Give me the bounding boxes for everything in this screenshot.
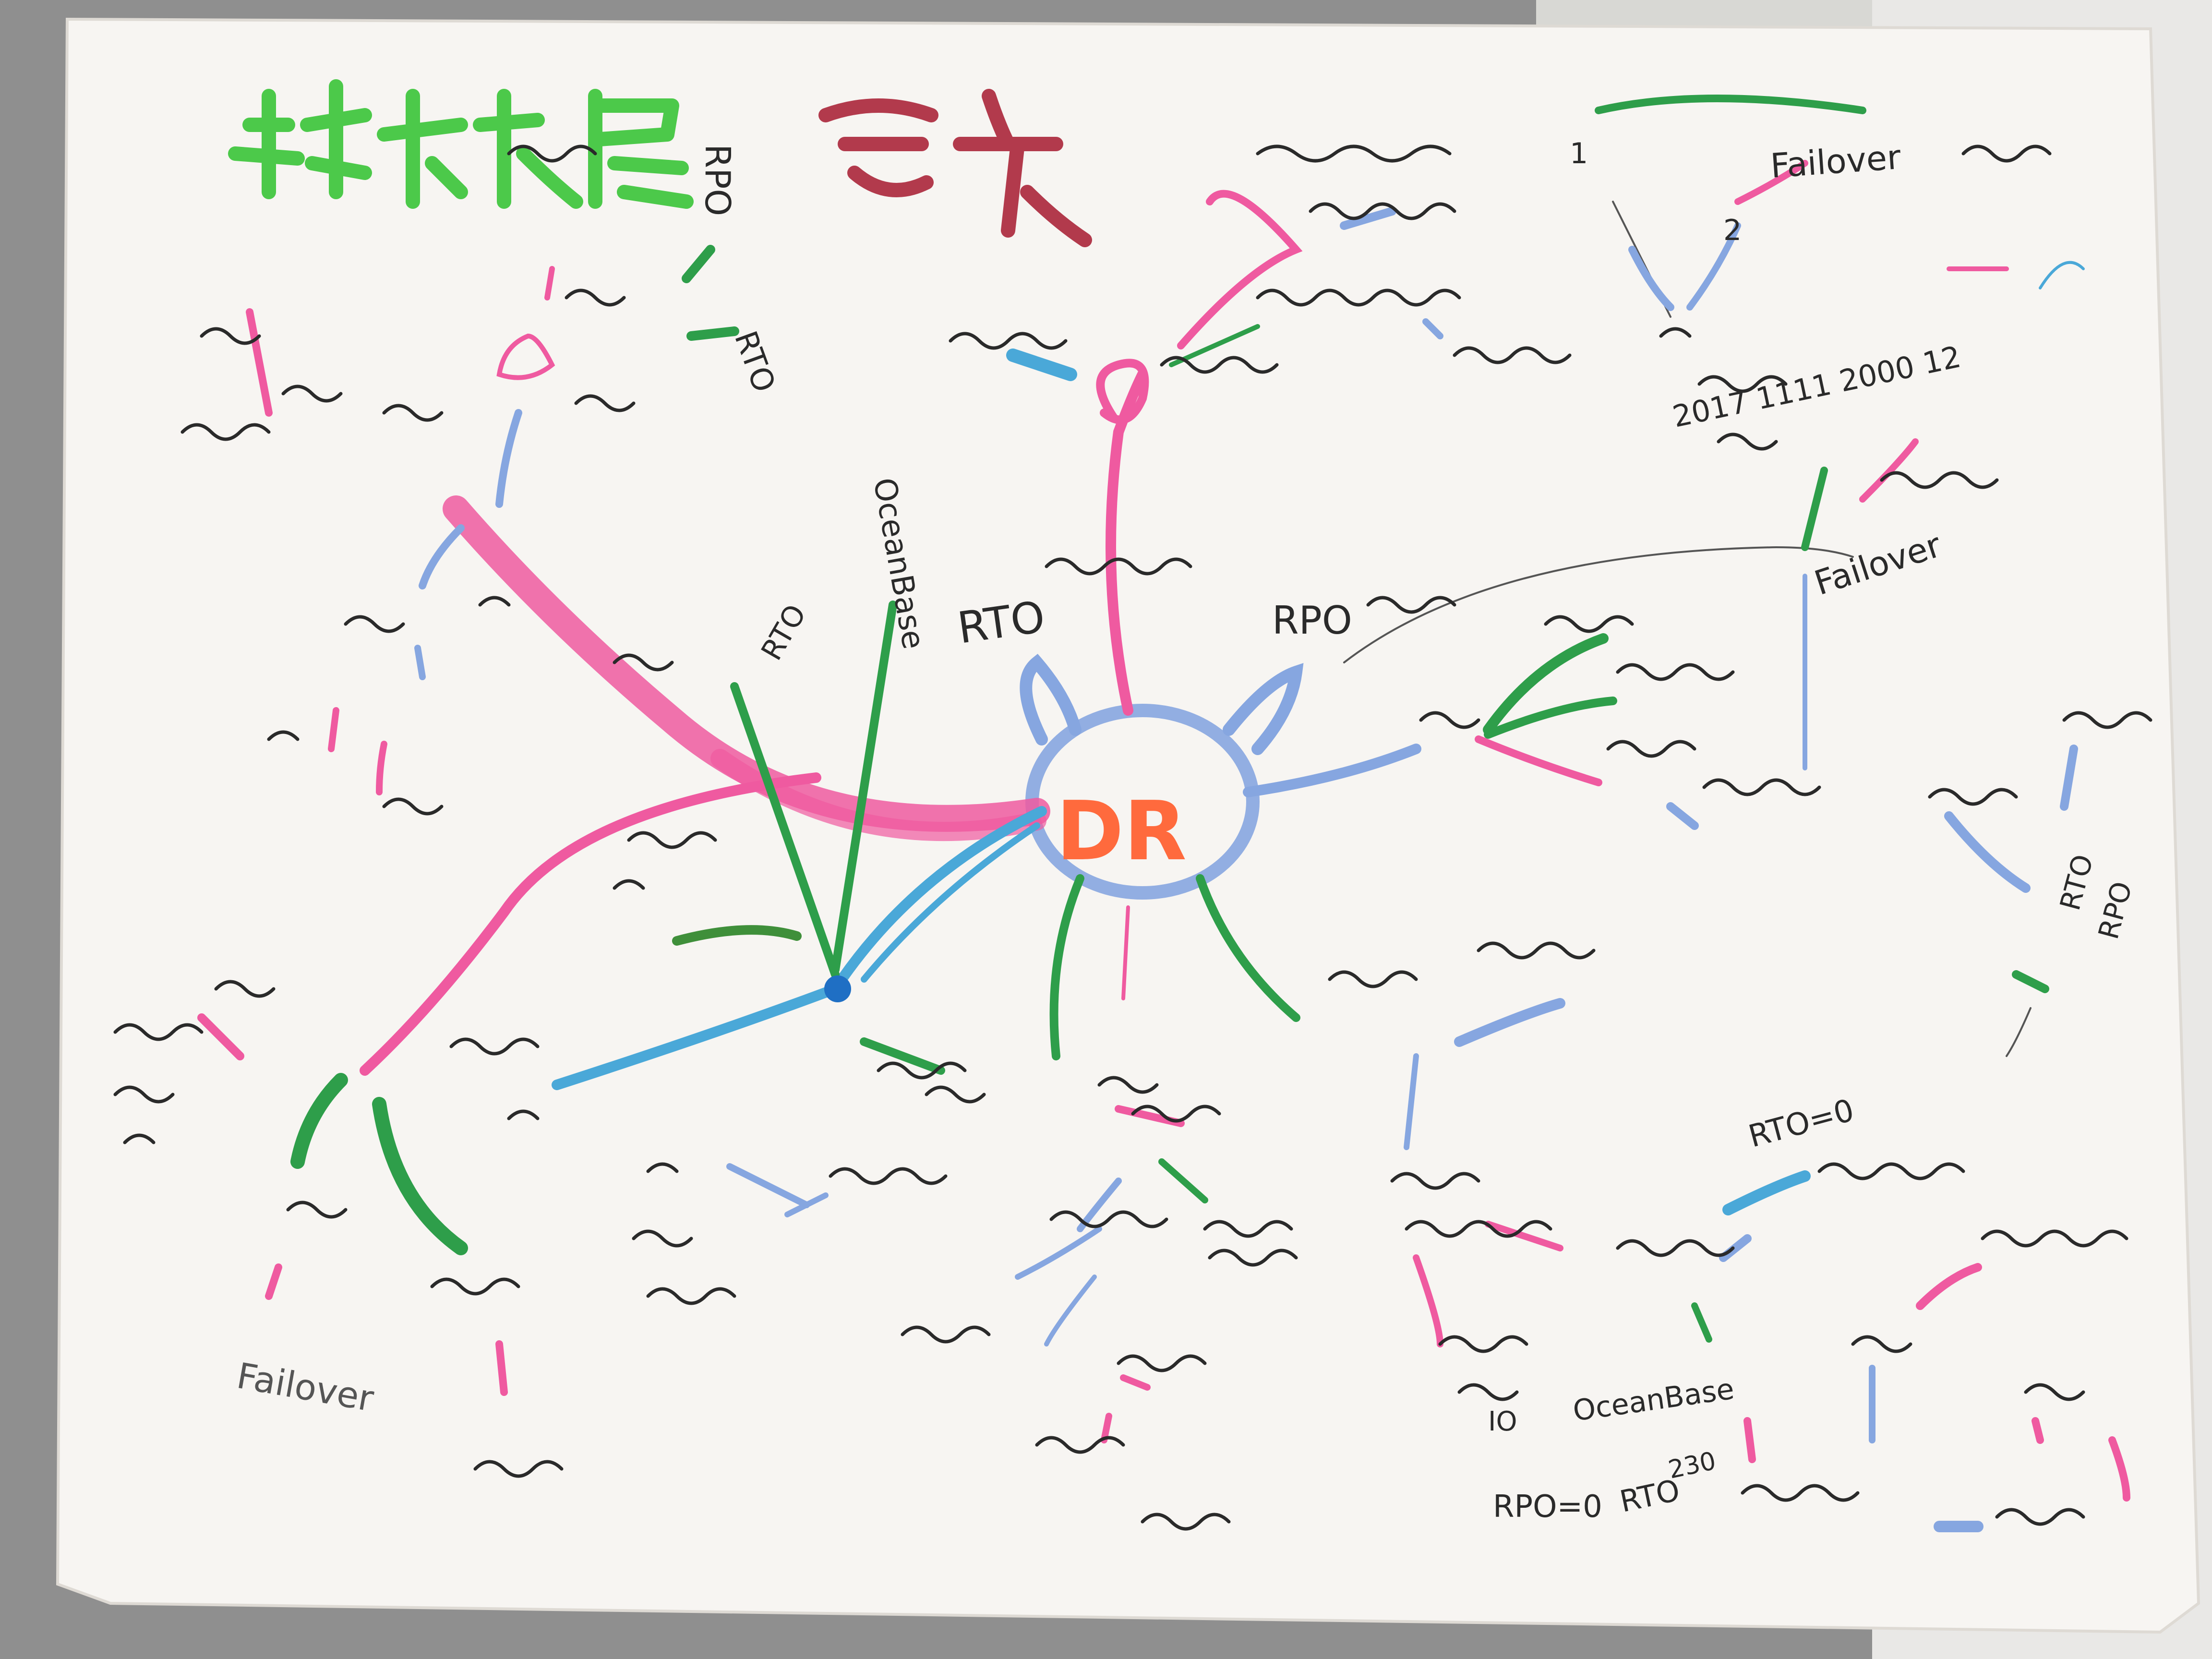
label-rpo-top: RPO: [697, 144, 738, 216]
center-node: DR: [1056, 784, 1187, 879]
title-lettering: [228, 79, 1092, 247]
crayon-branches: [197, 95, 2130, 1532]
branch-pink-top: [1106, 369, 1148, 716]
label-num-1-top: 1: [1570, 137, 1588, 170]
label-rto-left: RTO: [954, 592, 1048, 654]
label-rpo-right: RPO: [1272, 598, 1352, 643]
branch-pink-lower-left: [360, 772, 821, 1076]
paper-sheet: [56, 17, 2200, 1634]
label-num-2-top: 2: [1723, 214, 1742, 247]
center-dr-label: DR: [1056, 784, 1187, 879]
handwriting-scribbles: [113, 144, 2152, 1531]
branch-pink-upper-left: [443, 495, 1050, 832]
label-rpo-zero: RPO=0: [1493, 1489, 1602, 1525]
label-io: IO: [1488, 1406, 1517, 1437]
branch-blue-right: [1243, 744, 1421, 797]
label-failover-top: Failover: [1769, 137, 1902, 186]
